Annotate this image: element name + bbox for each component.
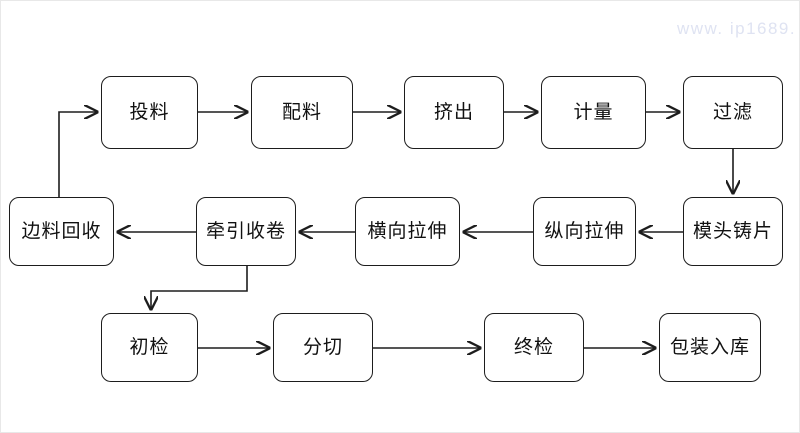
- node-bao-zhuang-ru-ku[interactable]: 包装入库: [659, 313, 761, 382]
- node-label: 配料: [281, 102, 322, 123]
- node-zhong-jian[interactable]: 终检: [484, 313, 584, 382]
- edge-bianliaohuishou-to-touliao: [58, 112, 97, 197]
- node-qian-yin-shou-juan[interactable]: 牵引收卷: [196, 197, 296, 266]
- node-label: 挤出: [433, 102, 474, 123]
- node-label: 包装入库: [669, 337, 750, 358]
- node-mo-tou-zhu-pian[interactable]: 模头铸片: [683, 197, 783, 266]
- edge-qianyinshoujuan-to-chujian: [151, 266, 248, 309]
- node-chu-jian[interactable]: 初检: [101, 313, 198, 382]
- node-label: 投料: [129, 102, 170, 123]
- node-label: 初检: [129, 337, 170, 358]
- node-label: 终检: [513, 337, 554, 358]
- node-label: 牵引收卷: [205, 221, 286, 242]
- node-label: 计量: [573, 102, 614, 123]
- node-bian-liao-hui-shou[interactable]: 边料回收: [9, 197, 114, 266]
- node-ji-chu[interactable]: 挤出: [404, 76, 504, 149]
- watermark-text: www. ip1689. com: [677, 19, 799, 38]
- node-label: 模头铸片: [692, 221, 773, 242]
- node-fen-qie[interactable]: 分切: [273, 313, 373, 382]
- node-label: 边料回收: [21, 221, 102, 242]
- node-label: 横向拉伸: [367, 221, 448, 242]
- node-tou-liao[interactable]: 投料: [101, 76, 198, 149]
- node-pei-liao[interactable]: 配料: [251, 76, 353, 149]
- node-guo-lv[interactable]: 过滤: [683, 76, 783, 149]
- node-label: 纵向拉伸: [544, 221, 625, 242]
- node-label: 分切: [302, 337, 343, 358]
- node-heng-xiang-la-shen[interactable]: 横向拉伸: [355, 197, 460, 266]
- node-zong-xiang-la-shen[interactable]: 纵向拉伸: [533, 197, 636, 266]
- node-label: 过滤: [712, 102, 753, 123]
- node-ji-liang[interactable]: 计量: [541, 76, 646, 149]
